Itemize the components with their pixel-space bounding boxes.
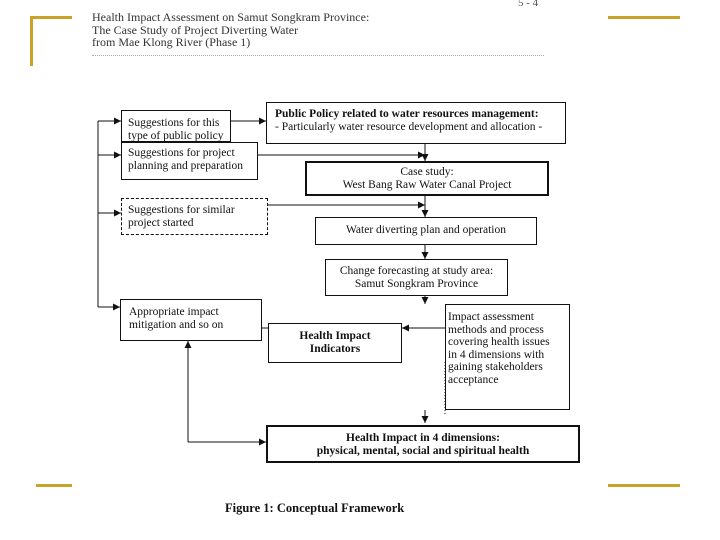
corner-bracket-bottom-left <box>36 484 72 487</box>
header-line-2: The Case Study of Project Diverting Wate… <box>92 22 299 37</box>
page-number: 5 - 4 <box>518 0 539 9</box>
mitigation-box: Appropriate impact mitigation and so on <box>120 299 262 341</box>
corner-bracket-bottom-right <box>608 484 680 487</box>
suggestions-policy-box: Suggestions for this type of public poli… <box>121 110 231 142</box>
corner-bracket-top-left-v <box>30 16 33 66</box>
change-forecast-box: Change forecasting at study area: Samut … <box>325 259 508 296</box>
corner-bracket-top-left-h <box>30 16 72 19</box>
header-line-3: from Mae Klong River (Phase 1) <box>92 35 251 49</box>
header-line-1: Health Impact Assessment on Samut Songkr… <box>92 10 370 24</box>
suggestions-project-box: Suggestions for project planning and pre… <box>121 142 258 180</box>
suggestions-similar-box: Suggestions for similar project started <box>121 198 268 235</box>
corner-bracket-top-right <box>608 16 680 19</box>
document-header: Health Impact Assessment on Samut Songkr… <box>92 11 369 49</box>
health-indicators-box: Health Impact Indicators <box>268 323 402 363</box>
public-policy-box: Public Policy related to water resources… <box>266 102 566 144</box>
header-divider <box>92 55 544 56</box>
case-study-box: Case study: West Bang Raw Water Canal Pr… <box>305 161 549 196</box>
assessment-methods-box: Impact assessment methods and process co… <box>445 304 570 410</box>
health-impact-box: Health Impact in 4 dimensions: physical,… <box>266 425 580 463</box>
figure-caption: Figure 1: Conceptual Framework <box>225 501 405 515</box>
water-plan-box: Water diverting plan and operation <box>315 217 537 245</box>
